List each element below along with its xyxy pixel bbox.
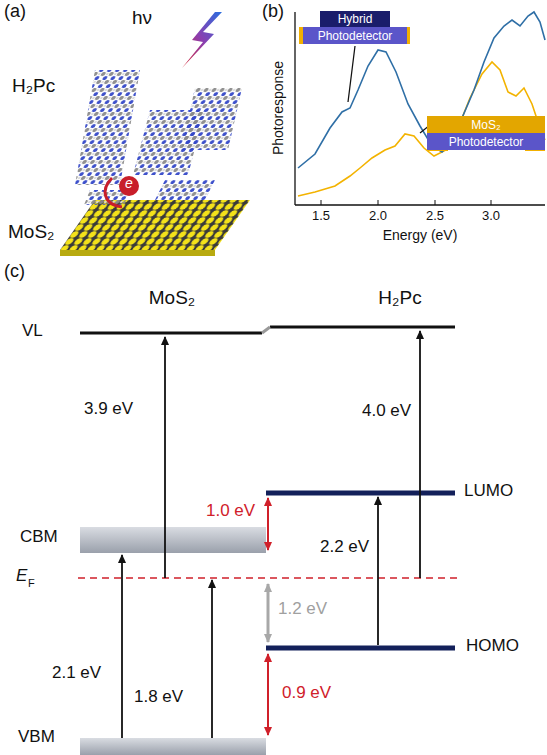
text-label: 3.0 (482, 209, 500, 223)
bar-label: Photodetector (318, 30, 393, 42)
drawing-part (419, 331, 421, 578)
text-label: 0.9 eV (282, 684, 331, 703)
text-label: 2.0 (369, 209, 387, 223)
text-label: (c) (4, 262, 25, 282)
drawing-part (491, 200, 492, 205)
transition-arrows (122, 331, 420, 738)
drawing-part (121, 555, 123, 738)
text-label: Energy (eV) (383, 228, 458, 243)
text-label: VBM (18, 728, 55, 747)
drawing-part (435, 200, 436, 205)
bar-label: MoS₂ (471, 119, 500, 131)
lumo-level (266, 491, 455, 496)
inset-bar: Photodetector (303, 27, 407, 44)
text-label: (b) (262, 2, 284, 22)
text-label: LUMO (464, 482, 513, 501)
text-label: H₂Pc (378, 288, 421, 309)
text-label: e (125, 176, 133, 191)
homo-level (266, 646, 455, 651)
leader-line (348, 46, 355, 102)
drawing-part (377, 497, 379, 645)
offset-arrow (267, 654, 269, 735)
text-label: CBM (20, 528, 58, 547)
cbm-band (80, 527, 266, 553)
drawing-part (164, 337, 166, 578)
text-label: (a) (4, 2, 26, 22)
text-label: 1.5 (312, 209, 330, 223)
drawing-part (295, 204, 545, 205)
drawing-part (60, 250, 215, 256)
drawing-part (181, 88, 242, 150)
text-label: MoS₂ (8, 222, 54, 243)
mos2-layer (60, 200, 250, 256)
drawing-part (75, 70, 140, 185)
electron-dot (119, 176, 139, 196)
text-label: hν (132, 8, 152, 29)
drawing-part (294, 12, 295, 205)
text-label: 4.0 eV (362, 402, 411, 421)
inset-bar: Photodetector (427, 133, 545, 150)
drawing-part (60, 200, 250, 250)
text-label: 1.2 eV (278, 600, 327, 619)
text-label: 1.0 eV (206, 502, 255, 521)
text-label: F (28, 577, 35, 589)
bar-label: Hybrid (338, 13, 373, 25)
electron-transfer-arrow (105, 178, 122, 207)
drawing-part (155, 180, 215, 200)
inset-bar: MoS₂ (427, 116, 545, 133)
text-label: E (16, 567, 27, 586)
text-label: HOMO (466, 637, 519, 656)
bar-label: Photodetector (449, 136, 524, 148)
text-label: VL (22, 322, 43, 341)
plot-frame (295, 12, 545, 205)
text-label: 2.5 (426, 209, 444, 223)
vacuum-step (262, 327, 270, 333)
text-label: 3.9 eV (84, 400, 133, 419)
offset-arrow (267, 584, 270, 642)
offset-arrow (267, 498, 269, 550)
text-label: MoS₂ (149, 288, 195, 309)
text-label: 1.8 eV (134, 688, 183, 707)
drawing-part (321, 200, 322, 205)
vacuum-level (80, 332, 262, 335)
inset-bar: Hybrid (320, 11, 390, 27)
fermi-level (78, 577, 460, 579)
drawing-part (378, 200, 379, 205)
h2pc-molecules (75, 70, 242, 205)
hybrid-curve (298, 12, 545, 168)
text-label: 2.1 eV (52, 664, 101, 683)
text-label: H₂Pc (12, 76, 55, 97)
drawing-part (211, 580, 213, 738)
text-label: Photoresponse (271, 61, 286, 155)
vacuum-level (270, 326, 455, 329)
vbm-band (80, 738, 266, 755)
text-label: 2.2 eV (320, 538, 369, 557)
inset-electrodes (299, 27, 545, 151)
light-bolt (182, 12, 222, 68)
